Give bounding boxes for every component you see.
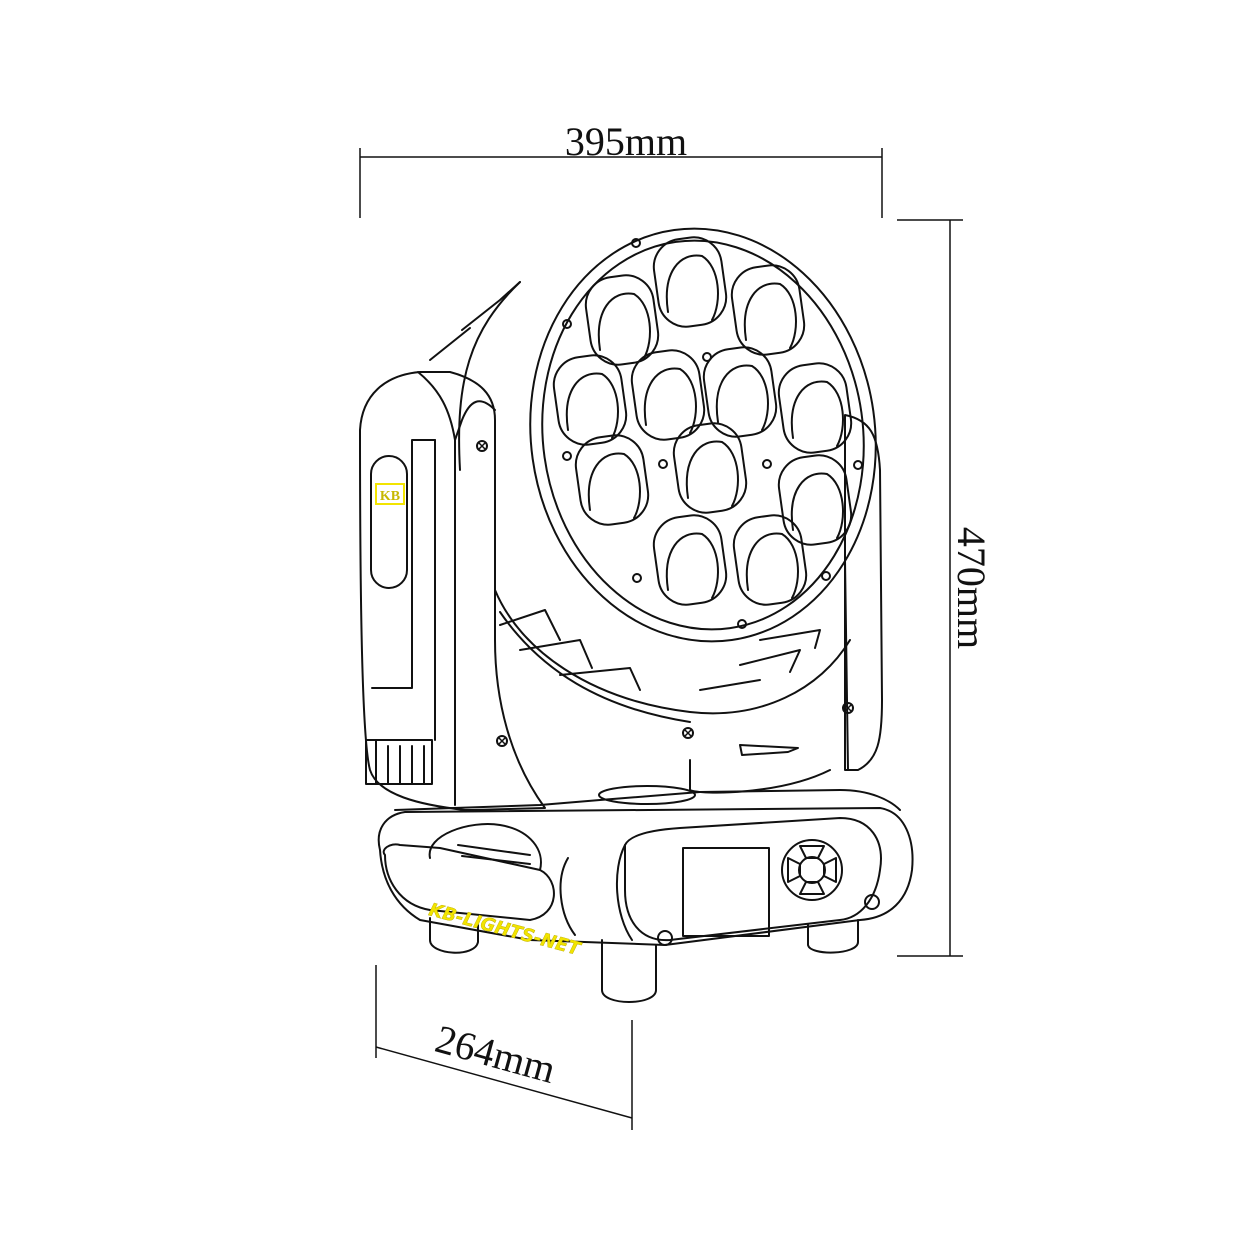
lens-5 [630,349,706,441]
bezel-screw-10 [658,459,668,469]
lens-6 [702,346,778,438]
arm-logo-text: KB [380,489,400,504]
yoke-right-lower [682,559,854,794]
bezel-screw-6 [821,571,831,581]
width-label: 395mm [565,119,687,164]
bezel-screw-1 [631,238,641,248]
height-dimension: 470mm [897,219,994,957]
lcd-display [682,847,770,937]
height-label: 470mm [949,527,994,649]
foot-front [601,939,657,1003]
bezel-inner-ring [541,239,865,631]
base-handle [382,843,555,921]
width-dimension: 395mm [359,119,883,218]
bezel-screw-5 [737,619,747,629]
bezel-screw-9 [762,459,772,469]
depth-dimension: 264mm [375,965,633,1130]
lens-2 [730,264,806,356]
watermark-text: KB-LIGHTS-NET [427,899,584,960]
lens-3 [584,274,660,366]
control-buttons [781,839,843,901]
lens-9 [672,422,748,514]
lens-10 [777,454,853,546]
base-unit [377,785,914,1003]
lens-8 [574,434,650,526]
bezel-screws [562,238,863,629]
foot-left-back [429,917,479,954]
control-panel [624,817,882,942]
lens-1 [652,236,728,328]
foot-right [807,919,859,954]
bezel-outer-ring [529,227,877,643]
bezel-screw-7 [853,460,863,470]
yoke-slot [739,744,799,756]
depth-dim-line [375,1046,633,1119]
front-bezel [529,227,877,643]
lens-12 [732,514,808,606]
yoke-arm-back [429,281,883,771]
yoke-arm-front: KB [359,371,546,811]
panel-port-left [657,930,673,946]
lens-array [552,236,853,606]
arm-handle-slot [370,455,408,589]
panel-port-right [864,894,880,910]
pan-collar [598,785,696,805]
bezel-screw-3 [562,451,572,461]
lens-11 [652,514,728,606]
arm-logo: KB [375,483,405,505]
lens-4 [552,354,628,446]
arm-vents [365,739,433,785]
lens-7 [777,362,853,454]
bezel-screw-8 [702,352,712,362]
bezel-screw-2 [562,319,572,329]
head-body [458,281,851,723]
bezel-screw-4 [632,573,642,583]
